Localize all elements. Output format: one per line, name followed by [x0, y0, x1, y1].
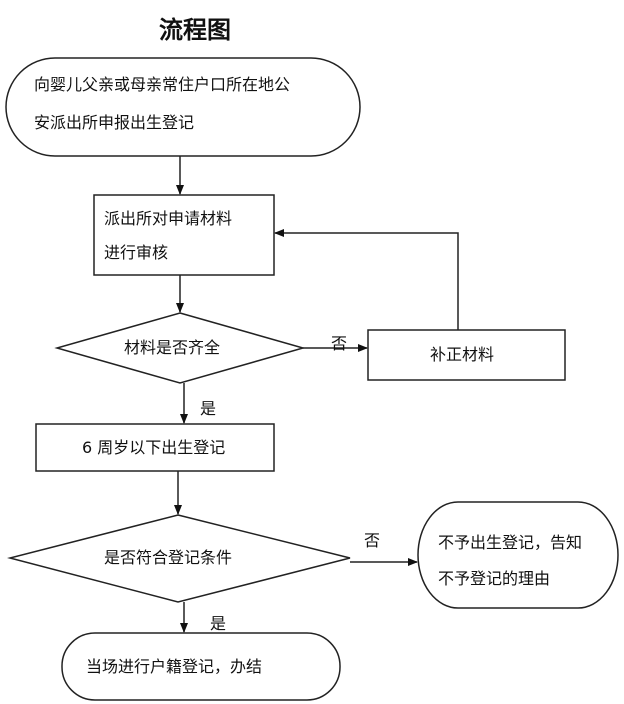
edge-label-no-1: 否 — [331, 334, 348, 353]
meets-conditions-text: 是否符合登记条件 — [104, 548, 233, 567]
reject-text-line1: 不予出生登记，告知 — [438, 533, 583, 552]
reject-terminal — [417, 501, 619, 609]
review-text-line1: 派出所对申请材料 — [104, 209, 233, 228]
meets-conditions-decision — [7, 514, 351, 603]
reject-text-line2: 不予登记的理由 — [438, 569, 551, 588]
under6-box — [35, 423, 275, 472]
arrow-supplement-back-to-review — [274, 229, 459, 330]
start-text-line2: 安派出所申报出生登记 — [34, 113, 195, 132]
review-text-line2: 进行审核 — [104, 243, 169, 262]
supplement-text: 补正材料 — [430, 345, 495, 364]
materials-complete-decision — [54, 312, 306, 384]
edge-label-yes-1: 是 — [200, 399, 217, 418]
edge-label-no-2: 否 — [364, 531, 381, 550]
finish-text: 当场进行户籍登记，办结 — [86, 657, 263, 676]
supplement-box — [367, 329, 566, 381]
finish-terminal — [61, 632, 341, 701]
review-box — [93, 194, 275, 276]
start-text-line1: 向婴儿父亲或母亲常住户口所在地公 — [34, 75, 291, 94]
under6-text: 6 周岁以下出生登记 — [82, 438, 226, 457]
materials-complete-text: 材料是否齐全 — [124, 338, 221, 357]
start-terminal — [5, 57, 361, 157]
edge-label-yes-2: 是 — [210, 614, 227, 633]
flowchart-title: 流程图 — [159, 15, 231, 44]
